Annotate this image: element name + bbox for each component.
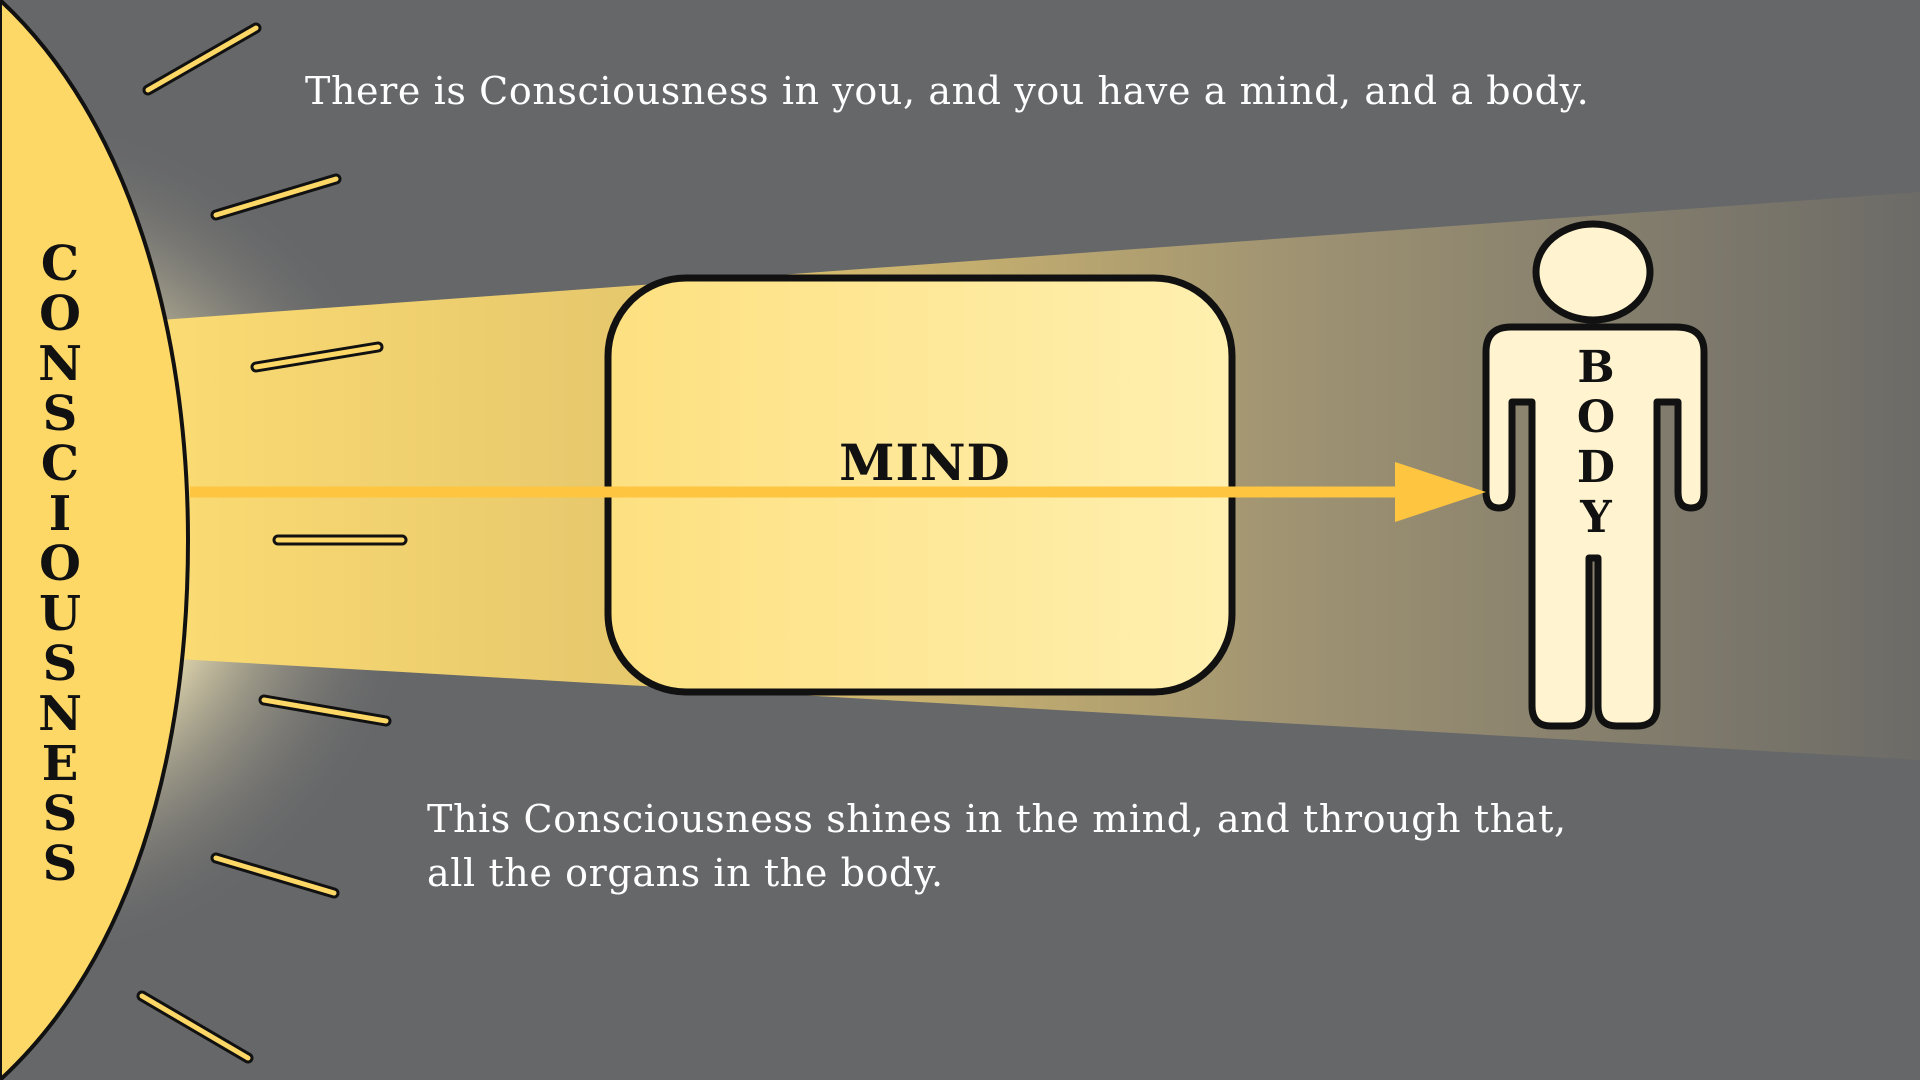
mind-label: MIND xyxy=(839,433,1011,492)
bottom-caption-line-1: This Consciousness shines in the mind, a… xyxy=(427,797,1567,841)
body-head xyxy=(1532,220,1654,324)
sun-ray xyxy=(250,341,384,373)
sun-ray xyxy=(210,852,340,899)
sun-ray xyxy=(210,173,342,221)
sun-rays xyxy=(136,22,408,1064)
consciousness-arrow xyxy=(190,462,1486,522)
top-caption: There is Consciousness in you, and you h… xyxy=(305,69,1589,113)
sun-ray xyxy=(142,22,262,96)
sun-ray xyxy=(136,990,254,1064)
bottom-caption-line-2: all the organs in the body. xyxy=(427,851,944,895)
arrow-head xyxy=(1395,462,1486,522)
consciousness-sun xyxy=(0,0,191,1080)
sun-ray xyxy=(258,694,392,727)
mind-box[interactable] xyxy=(604,274,1236,696)
body-torso xyxy=(1482,323,1708,730)
